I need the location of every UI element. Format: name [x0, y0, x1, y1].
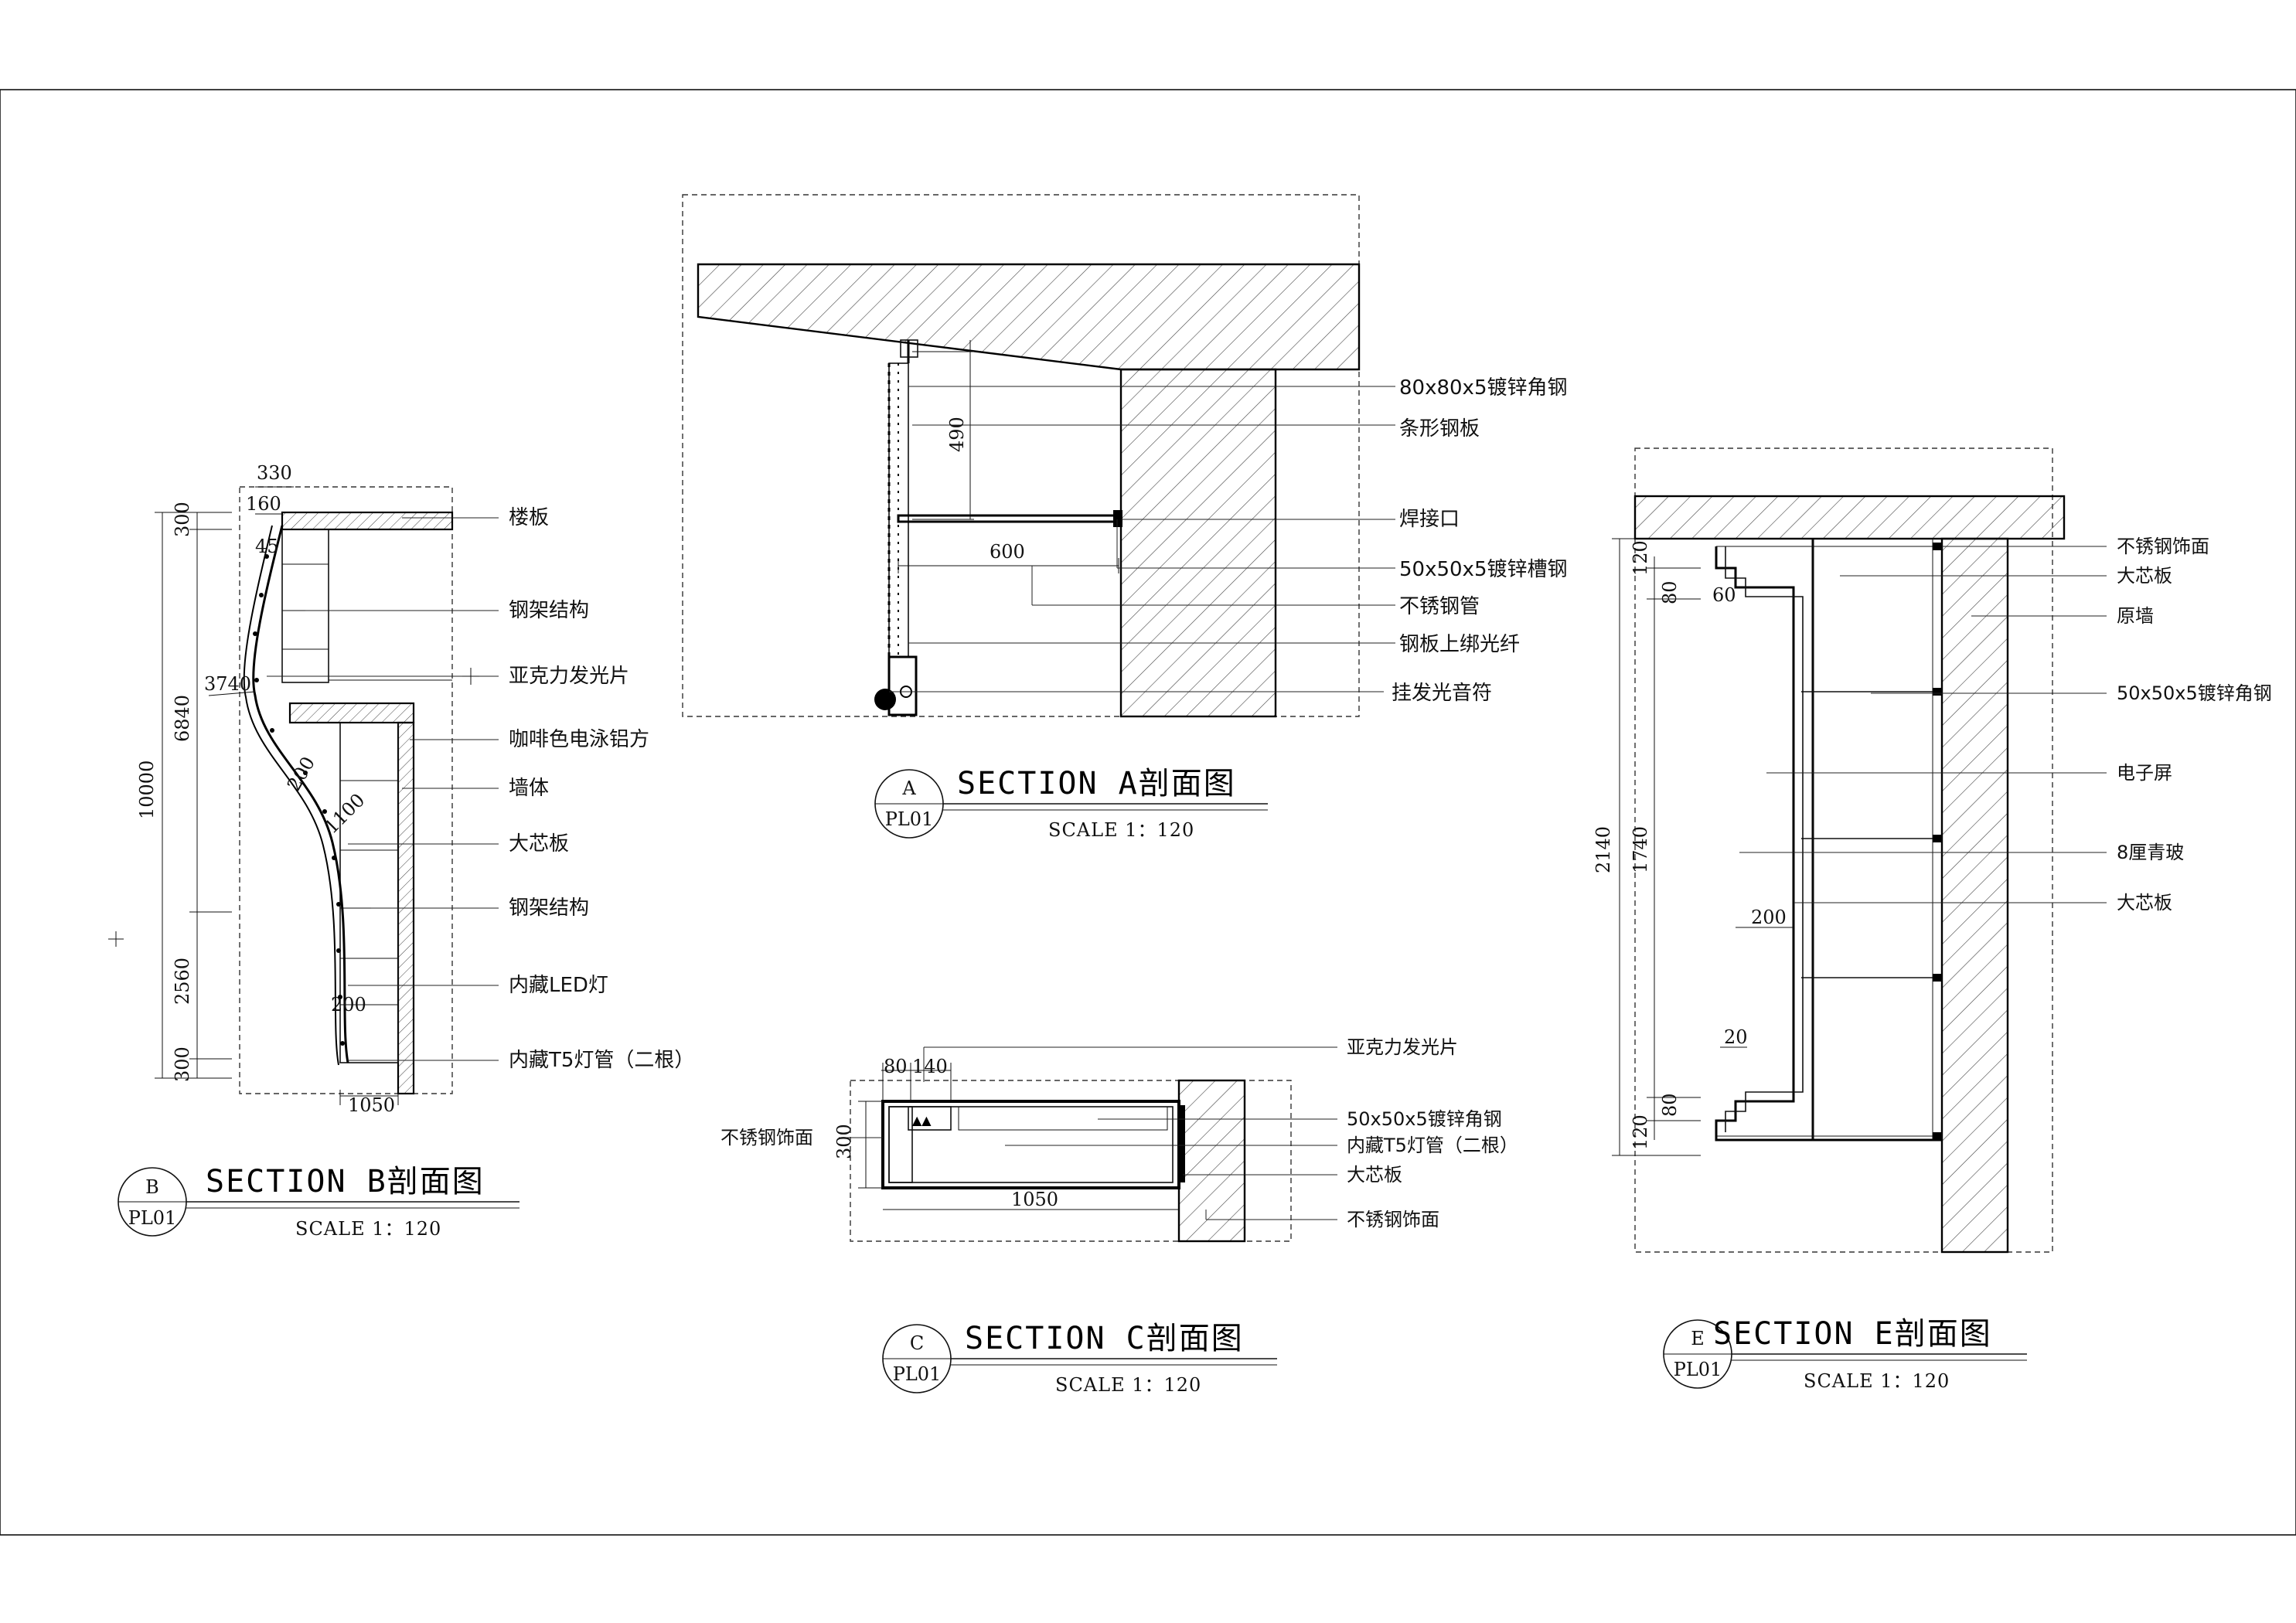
b-label-blockboard: 大芯板	[509, 832, 569, 856]
a-label-stainless-tube: 不锈钢管	[1399, 595, 1480, 618]
slab	[1633, 495, 2066, 540]
b-label-t5: 内藏T5灯管（二根）	[509, 1049, 694, 1072]
c-label-t5: 内藏T5灯管（二根）	[1347, 1135, 1518, 1156]
e-label-angle: 50x50x5镀锌角钢	[2117, 682, 2272, 704]
e-dim-120-top: 120	[1630, 540, 1651, 576]
e-dim-1740: 1740	[1630, 826, 1651, 873]
section-c-boundary	[850, 1080, 1292, 1242]
b-label-wall: 墙体	[509, 777, 549, 800]
section-a-scale: SCALE 1：120	[1048, 819, 1194, 841]
slab	[281, 511, 454, 531]
b-dim-2560: 2560	[172, 958, 193, 1005]
a-dim-600: 600	[990, 541, 1025, 563]
section-e-drawing	[1612, 447, 2107, 1254]
section-e-scale: SCALE 1：120	[1804, 1370, 1950, 1392]
section-e-title: SECTION E剖面图	[1713, 1316, 1992, 1352]
c-dim-80: 80	[884, 1056, 908, 1077]
aluminum-strip	[288, 702, 415, 724]
c-dim-140: 140	[912, 1056, 948, 1077]
section-b-scale: SCALE 1：120	[295, 1218, 441, 1240]
b-dim-330: 330	[257, 462, 292, 484]
section-c-drawing: ▲▲	[839, 1046, 1337, 1243]
sheet-border	[0, 89, 2296, 1536]
section-b-title: SECTION B剖面图	[206, 1164, 485, 1199]
b-dim-1050: 1050	[348, 1094, 395, 1116]
e-dim-80-bottom: 80	[1659, 1093, 1681, 1117]
c-dim-1050: 1050	[1011, 1189, 1058, 1210]
a-label-notes: 挂发光音符	[1392, 682, 1492, 705]
b-dim-10000: 10000	[136, 760, 158, 819]
section-b-title-block	[118, 1167, 519, 1237]
section-b-symbol-letter: B	[145, 1176, 159, 1198]
e-dim-80-top: 80	[1659, 580, 1681, 604]
b-dim-300-top: 300	[172, 502, 193, 537]
b-dim-3740: 3740	[204, 673, 251, 695]
b-dim-6840: 6840	[172, 695, 193, 742]
e-dim-60: 60	[1712, 584, 1736, 606]
b-dim-1100: 1100	[320, 789, 369, 838]
section-a-boundary	[682, 194, 1360, 717]
c-label-stainless-left: 不锈钢饰面	[720, 1127, 813, 1148]
e-label-stainless: 不锈钢饰面	[2117, 536, 2209, 557]
e-dim-20: 20	[1724, 1026, 1748, 1048]
a-label-fiber: 钢板上绑光纤	[1399, 633, 1520, 656]
e-label-original-wall: 原墙	[2117, 605, 2154, 627]
b-label-acrylic: 亚克力发光片	[509, 665, 629, 688]
c-label-stainless-right: 不锈钢饰面	[1347, 1209, 1439, 1230]
svg-text:▲▲: ▲▲	[912, 1113, 932, 1128]
b-label-led: 内藏LED灯	[509, 974, 608, 997]
slab	[697, 263, 1361, 371]
section-c-title: SECTION C剖面图	[965, 1321, 1244, 1356]
section-c-symbol-sheet: PL01	[893, 1363, 942, 1385]
e-label-blockboard-top: 大芯板	[2117, 565, 2172, 587]
b-dim-300-bottom: 300	[172, 1046, 193, 1082]
b-dim-200-lower: 200	[331, 994, 366, 1016]
b-label-slab: 楼板	[509, 506, 549, 529]
c-label-blockboard: 大芯板	[1347, 1164, 1402, 1186]
section-c-scale: SCALE 1：120	[1055, 1374, 1201, 1396]
section-e-symbol-sheet: PL01	[1674, 1359, 1722, 1380]
a-label-angle-steel: 80x80x5镀锌角钢	[1399, 376, 1567, 400]
section-a-title-block	[874, 769, 1268, 839]
original-wall	[1940, 537, 2009, 1254]
e-label-glass: 8厘青玻	[2117, 842, 2184, 863]
column	[1119, 368, 1277, 718]
section-a-title: SECTION A剖面图	[957, 766, 1236, 801]
b-dim-160: 160	[246, 493, 281, 515]
section-e-title-block	[1663, 1319, 2027, 1389]
e-dim-200: 200	[1751, 907, 1787, 928]
e-label-blockboard-bottom: 大芯板	[2117, 892, 2172, 914]
section-c-title-block	[882, 1324, 1277, 1393]
c-label-acrylic: 亚克力发光片	[1347, 1036, 1458, 1058]
e-label-screen: 电子屏	[2117, 762, 2172, 784]
wall	[1177, 1079, 1246, 1243]
c-label-angle: 50x50x5镀锌角钢	[1347, 1108, 1502, 1130]
section-b-boundary	[239, 486, 453, 1094]
section-c-symbol-letter: C	[910, 1332, 924, 1354]
section-b-drawing	[108, 486, 499, 1105]
a-label-weld: 焊接口	[1399, 508, 1460, 531]
b-dim-200-curve: 200	[283, 753, 319, 794]
b-dim-45: 45	[255, 536, 279, 557]
b-label-steel-frame-upper: 钢架结构	[509, 599, 589, 622]
e-dim-2140: 2140	[1593, 826, 1614, 873]
section-e-symbol-letter: E	[1691, 1328, 1705, 1349]
channel-steel	[897, 514, 1120, 523]
section-a-drawing	[682, 194, 1395, 718]
b-label-steel-frame-lower: 钢架结构	[509, 897, 589, 920]
section-b-symbol-sheet: PL01	[128, 1207, 177, 1229]
a-dim-490: 490	[946, 417, 968, 452]
b-label-aluminum: 咖啡色电泳铝方	[509, 728, 649, 751]
a-label-channel: 50x50x5镀锌槽钢	[1399, 558, 1567, 581]
section-a-symbol-letter: A	[901, 777, 916, 799]
section-e-boundary	[1634, 447, 2053, 1253]
e-dim-120-bottom: 120	[1630, 1114, 1651, 1150]
a-label-strip-plate: 条形钢板	[1399, 417, 1480, 441]
section-a-symbol-sheet: PL01	[885, 808, 934, 830]
acrylic-profile	[252, 525, 349, 1063]
c-dim-300: 300	[833, 1124, 855, 1159]
